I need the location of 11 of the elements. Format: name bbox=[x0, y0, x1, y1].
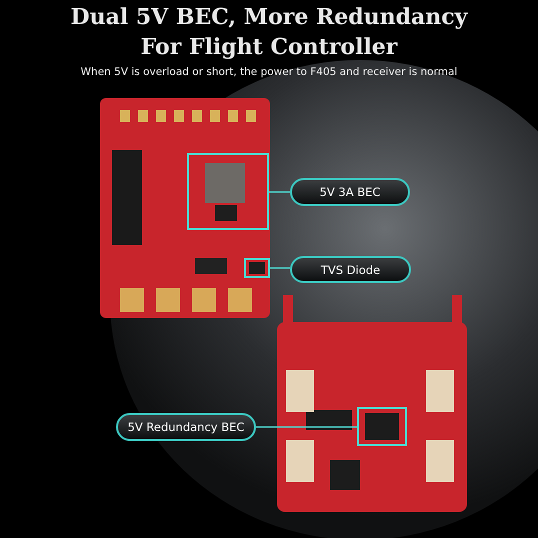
callout-label: 5V Redundancy BEC bbox=[116, 413, 256, 441]
callout-label: 5V 3A BEC bbox=[290, 178, 410, 206]
highlight-box bbox=[357, 407, 407, 446]
highlight-box bbox=[187, 153, 269, 230]
subtitle: When 5V is overload or short, the power to F405 and receiver is normal bbox=[80, 66, 458, 78]
title: Dual 5V BEC, More Redundancy For Flight Controller bbox=[70, 3, 469, 62]
leader-line bbox=[269, 191, 290, 193]
leader-line bbox=[256, 426, 357, 428]
highlight-box bbox=[244, 258, 270, 278]
leader-line bbox=[270, 267, 290, 269]
callout-label: TVS Diode bbox=[290, 256, 411, 283]
